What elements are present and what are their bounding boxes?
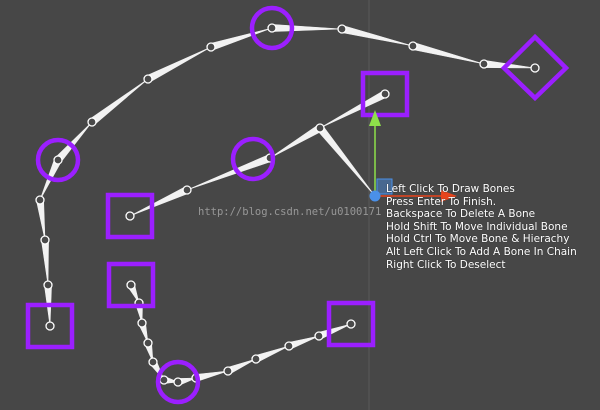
circle-handle-icon[interactable] — [35, 137, 81, 183]
square-handle-icon[interactable] — [360, 70, 410, 118]
circle-joint-icon[interactable] — [53, 155, 63, 165]
bone-chains[interactable] — [35, 23, 540, 387]
circle-joint-icon[interactable] — [143, 74, 153, 84]
square-handle-icon[interactable] — [105, 192, 155, 240]
circle-joint-icon[interactable] — [87, 117, 97, 127]
circle-joint-icon[interactable] — [530, 63, 540, 73]
circle-joint-icon[interactable] — [43, 280, 53, 290]
gizmo-plane-handle[interactable] — [376, 178, 393, 195]
instruction-line: Backspace To Delete A Bone — [386, 208, 536, 221]
bone[interactable] — [271, 24, 343, 32]
bone[interactable] — [89, 78, 149, 126]
circle-joint-icon[interactable] — [45, 321, 55, 331]
circle-joint-icon[interactable] — [125, 211, 135, 221]
bone[interactable] — [340, 25, 414, 47]
instruction-line: Hold Shift To Move Individual Bone — [386, 220, 568, 233]
bone[interactable] — [145, 46, 212, 83]
circle-joint-icon[interactable] — [479, 59, 489, 69]
circle-handle-icon[interactable] — [155, 359, 201, 405]
circle-joint-icon[interactable] — [182, 185, 192, 195]
circle-joint-icon[interactable] — [126, 280, 136, 290]
square-handle-icon[interactable] — [106, 261, 156, 309]
circle-joint-icon[interactable] — [337, 24, 347, 34]
diamond-handle-icon[interactable] — [500, 33, 570, 102]
circle-joint-icon[interactable] — [159, 375, 169, 385]
circle-joint-icon[interactable] — [143, 338, 153, 348]
circle-joint-icon[interactable] — [148, 357, 158, 367]
circle-joint-icon[interactable] — [206, 42, 216, 52]
instruction-line: Right Click To Deselect — [386, 258, 506, 271]
circle-joint-icon[interactable] — [40, 235, 50, 245]
circle-joint-icon[interactable] — [173, 377, 183, 387]
circle-handle-icon[interactable] — [249, 5, 295, 51]
square-handle-icon[interactable] — [326, 300, 376, 348]
circle-joint-icon[interactable] — [35, 195, 45, 205]
circle-joint-icon[interactable] — [284, 341, 294, 351]
circle-joint-icon[interactable] — [408, 41, 418, 51]
circle-joint-icon[interactable] — [346, 319, 356, 329]
bone[interactable] — [316, 125, 376, 197]
circle-joint-icon[interactable] — [267, 23, 277, 33]
instructions-panel: Left Click To Draw Bones Press Enter To … — [386, 183, 577, 271]
bone[interactable] — [269, 124, 323, 159]
bone[interactable] — [41, 239, 49, 286]
gizmo-y-arrow-icon[interactable] — [369, 110, 381, 126]
instruction-line: Hold Ctrl To Move Bone & Hierachy — [386, 233, 570, 246]
selection-handles[interactable] — [25, 5, 570, 405]
circle-joint-icon[interactable] — [137, 318, 147, 328]
instruction-line: Left Click To Draw Bones — [386, 183, 515, 195]
circle-joint-icon[interactable] — [223, 366, 233, 376]
bone[interactable] — [129, 186, 189, 217]
bone[interactable] — [186, 154, 272, 191]
gizmo-center-handle[interactable] — [369, 190, 381, 202]
move-gizmo-icon[interactable] — [369, 110, 457, 202]
circle-joint-icon[interactable] — [380, 89, 390, 99]
watermark-text: http://blog.csdn.net/u0100171 — [198, 206, 382, 218]
circle-handle-icon[interactable] — [230, 136, 276, 182]
circle-joint-icon[interactable] — [314, 331, 324, 341]
circle-joint-icon[interactable] — [251, 354, 261, 364]
bone[interactable] — [411, 42, 485, 65]
instruction-line: Alt Left Click To Add A Bone In Chain — [386, 245, 577, 258]
bone[interactable] — [36, 199, 46, 241]
circle-joint-icon[interactable] — [315, 123, 325, 133]
instruction-line: Press Enter To Finish. — [386, 195, 497, 208]
gizmo-x-arrow-icon[interactable] — [441, 190, 457, 202]
square-handle-icon[interactable] — [25, 302, 75, 350]
